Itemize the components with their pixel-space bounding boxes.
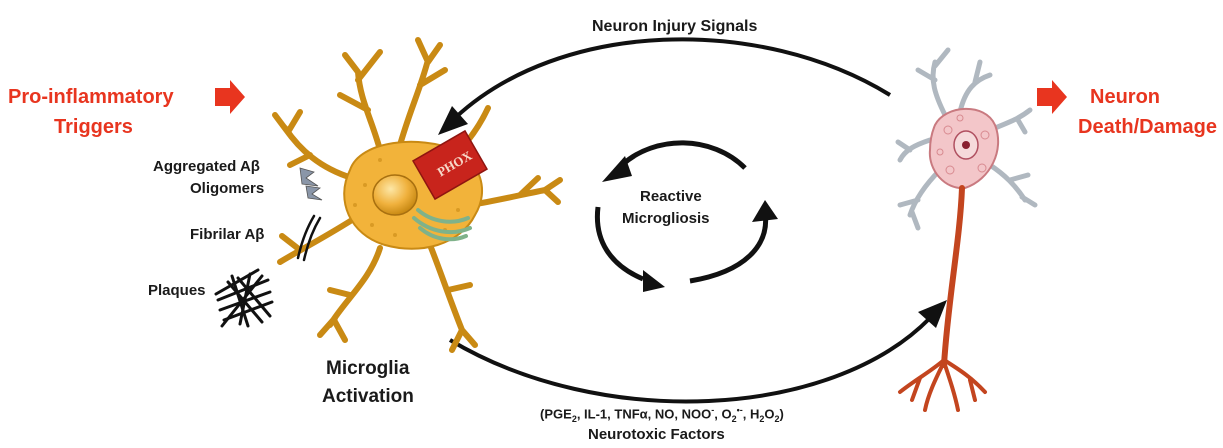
activation-label: Activation [322,386,414,408]
neurotoxic-factors-label: Neurotoxic Factors [588,426,725,443]
factor-o: , O [714,406,731,421]
factor-h-sub2: 2 [775,414,780,424]
injury-signal-arrow [455,39,890,118]
plaques-label: Plaques [148,282,206,299]
plaque-icon [216,270,272,326]
neurotoxic-arrow [450,318,930,401]
microglia-nucleus [373,175,417,215]
pro-inflammatory-label: Pro-inflammatory [8,86,174,109]
reactive-label: Reactive [640,188,702,205]
red-arrow-icon [1037,80,1067,114]
death-damage-label: Death/Damage [1078,116,1217,139]
factor-pge: PGE [544,406,571,421]
microgliosis-label: Microgliosis [622,210,710,227]
microglia-cell [275,40,560,350]
oligomer-icon [300,168,322,200]
fibrilar-abeta-label: Fibrilar Aβ [190,226,264,243]
factor-o-sub: 2 [732,414,737,424]
factor-mid: , IL-1, TNFα, NO, NOO [577,406,711,421]
factor-h: , H [743,406,760,421]
neuron-axon [944,188,962,365]
red-arrow-icon [215,80,245,114]
neuron-injury-signals-label: Neuron Injury Signals [592,18,757,36]
oligomers-label: Oligomers [190,180,264,197]
neuron [898,50,1035,410]
microglia-label: Microglia [326,358,409,380]
neurotoxic-factors-list: (PGE2, IL-1, TNFα, NO, NOO-, O2•-, H2O2) [540,405,784,424]
factor-o2: O [764,406,774,421]
triggers-label: Triggers [54,116,133,139]
neuron-label: Neuron [1090,86,1160,109]
aggregated-abeta-label: Aggregated Aβ [153,158,260,175]
